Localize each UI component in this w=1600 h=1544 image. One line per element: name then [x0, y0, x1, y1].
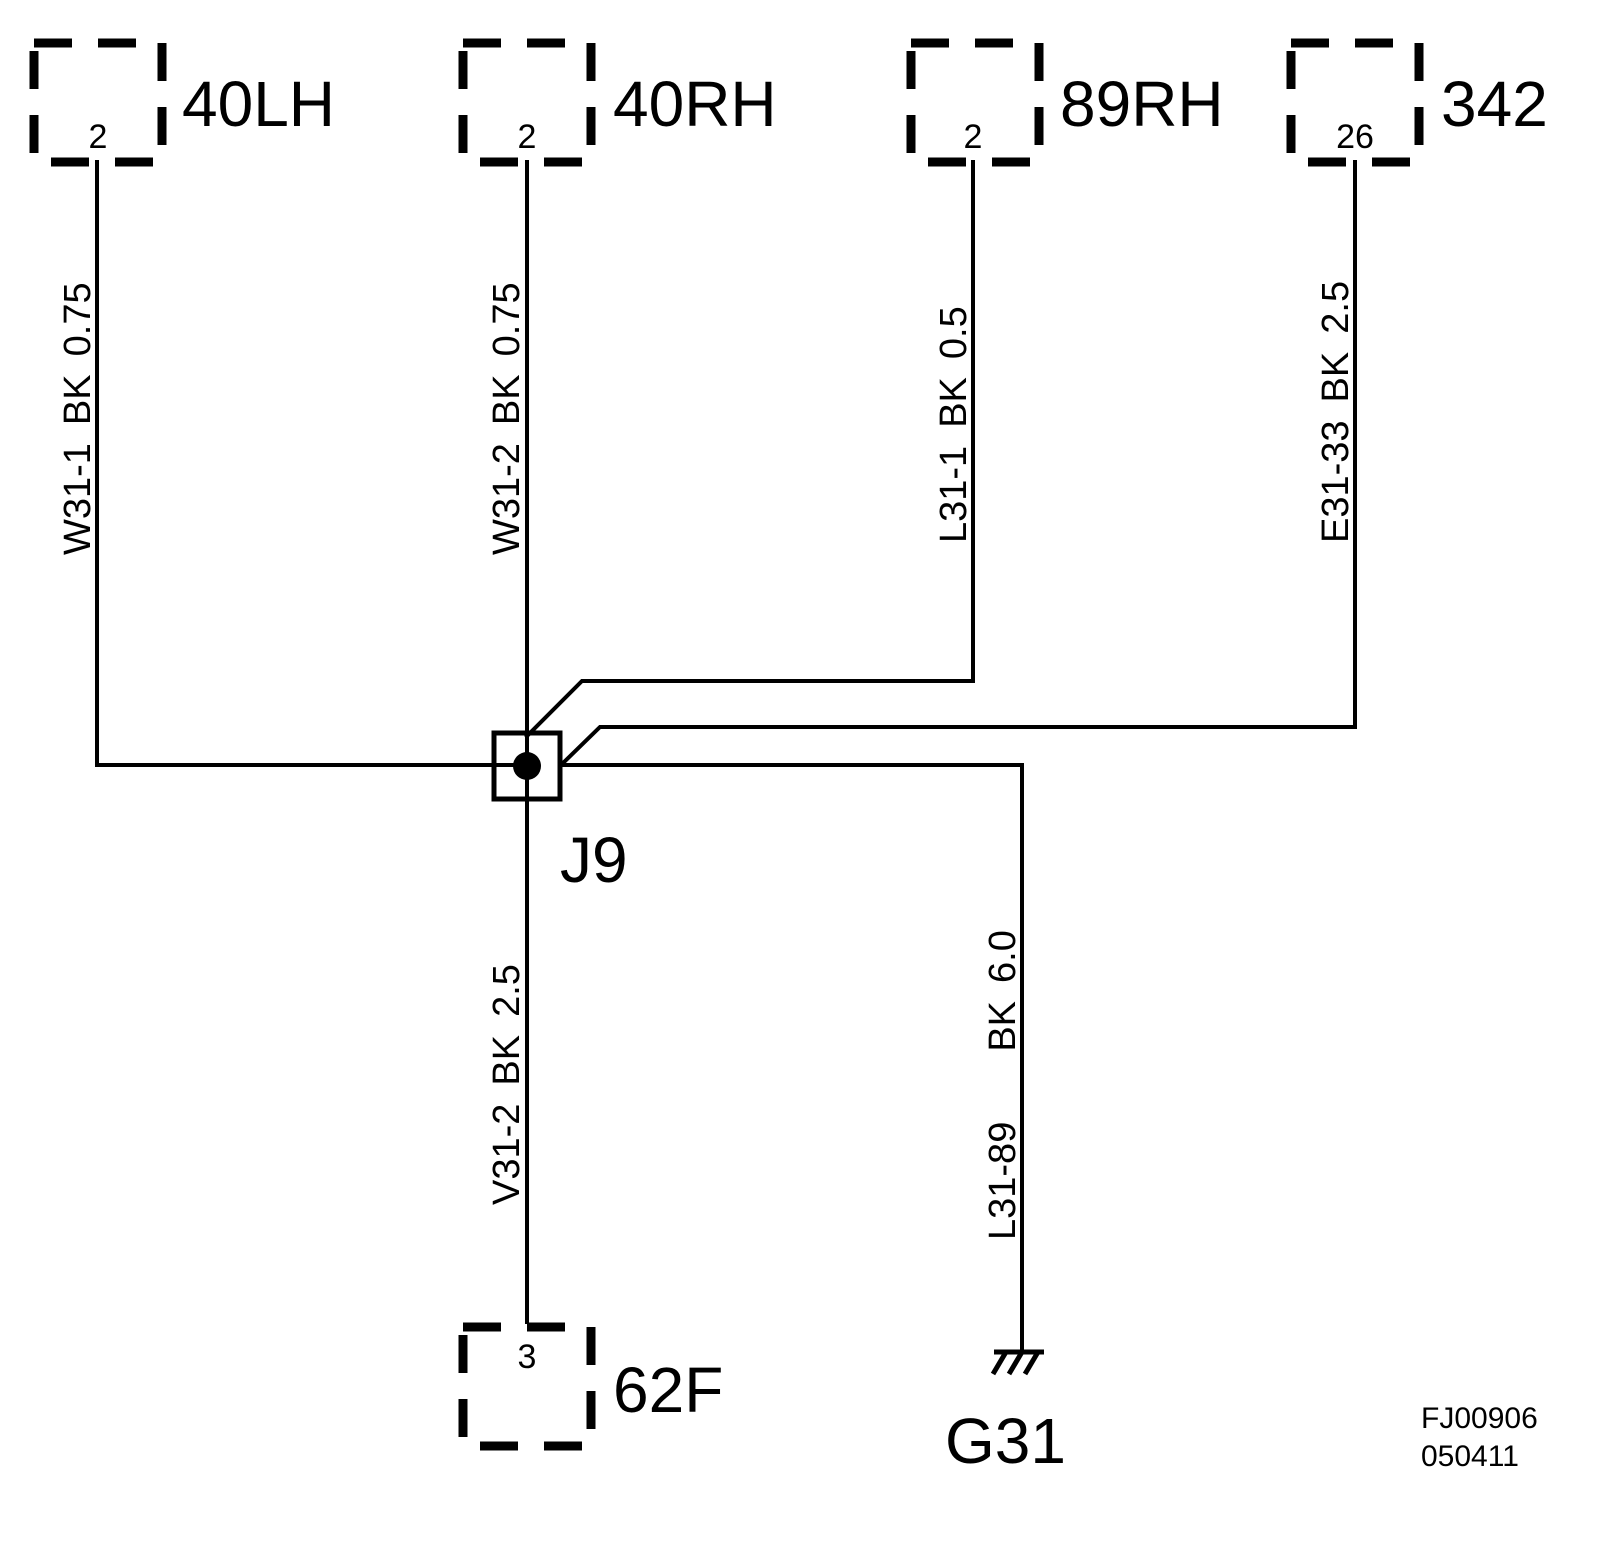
- connector-40lh-pin: 2: [89, 118, 108, 156]
- wire-e31-33-size: 2.5: [1315, 281, 1357, 334]
- wire-label-l31-89: L31-89 BK 6.0: [982, 930, 1024, 1240]
- reference-code: FJ00906 050411: [1421, 1402, 1538, 1473]
- splice-label: J9: [560, 824, 628, 896]
- connector-40rh-pin: 2: [518, 118, 537, 156]
- ground-g31: G31: [945, 1349, 1066, 1477]
- svg-text:L31-89BK6.0: L31-89 BK 6.0: [982, 930, 1024, 1240]
- wire-l31-1-path: [524, 160, 975, 739]
- connector-342-pin: 26: [1336, 118, 1374, 156]
- wire-w31-2-color: BK: [486, 374, 528, 425]
- wire-l31-89-id: L31-89: [982, 1122, 1024, 1240]
- wire-label-v31-2: V31-2 BK 2.5: [486, 964, 528, 1205]
- wire-l31-1-color: BK: [933, 377, 975, 428]
- wire-w31-1-path: [95, 160, 529, 767]
- ground-label: G31: [945, 1405, 1066, 1477]
- wire-v31-2-color: BK: [486, 1035, 528, 1086]
- wire-labels: W31-1BK0.75 W31-2BK0.75 L31-1BK0.5 E31-3…: [57, 281, 1357, 1240]
- svg-text:E31-33BK2.5: E31-33 BK 2.5: [1315, 281, 1357, 543]
- splice-box: [491, 730, 563, 802]
- reference-code-id: FJ00906: [1421, 1402, 1538, 1435]
- wire-w31-1-size: 0.75: [57, 282, 99, 356]
- connector-89rh: 2 89RH: [906, 38, 1224, 167]
- wire-l31-89-color: BK: [982, 1001, 1024, 1052]
- connector-342-label: 342: [1441, 68, 1548, 140]
- wire-l31-1-id: L31-1: [933, 446, 975, 543]
- wire-label-l31-1: L31-1 BK 0.5: [933, 306, 975, 543]
- connector-40lh-label: 40LH: [182, 68, 335, 140]
- splice-j9: J9: [491, 730, 628, 896]
- connector-62f-pin: 3: [518, 1338, 537, 1376]
- connector-40lh-box: [29, 38, 167, 167]
- connector-342: 26 342: [1286, 38, 1548, 167]
- connector-62f-box: [458, 1322, 596, 1451]
- splice-dot: [513, 752, 541, 780]
- connector-62f: 3 62F: [458, 1322, 723, 1451]
- connector-89rh-box: [906, 38, 1044, 167]
- wire-w31-2-id: W31-2: [486, 443, 528, 555]
- wire-label-w31-2: W31-2 BK 0.75: [486, 282, 528, 555]
- connector-89rh-label: 89RH: [1060, 68, 1224, 140]
- connector-89rh-pin: 2: [964, 118, 983, 156]
- wire-label-w31-1: W31-1 BK 0.75: [57, 282, 99, 555]
- wire-w31-1-color: BK: [57, 374, 99, 425]
- wire-w31-1-id: W31-1: [57, 443, 99, 555]
- connector-40rh-box: [458, 38, 596, 167]
- connector-40lh: 2 40LH: [29, 38, 335, 167]
- wire-l31-1-size: 0.5: [933, 306, 975, 359]
- wire-l31-89-path: [559, 763, 1024, 1354]
- wire-e31-33-color: BK: [1315, 352, 1357, 403]
- connector-40rh-label: 40RH: [613, 68, 777, 140]
- wire-v31-2-id: V31-2: [486, 1104, 528, 1205]
- wire-v31-2-size: 2.5: [486, 964, 528, 1017]
- connector-62f-label: 62F: [613, 1354, 723, 1426]
- wire-e31-33-id: E31-33: [1315, 420, 1357, 543]
- ground-symbol-icon: [990, 1349, 1044, 1376]
- wire-w31-2-size: 0.75: [486, 282, 528, 356]
- connector-342-box: [1286, 38, 1424, 167]
- wire-l31-89-size: 6.0: [982, 930, 1024, 983]
- wires: [95, 160, 1357, 1354]
- svg-text:L31-1BK0.5: L31-1 BK 0.5: [933, 306, 975, 543]
- connector-40rh: 2 40RH: [458, 38, 777, 167]
- reference-code-date: 050411: [1421, 1440, 1519, 1473]
- svg-text:V31-2BK2.5: V31-2 BK 2.5: [486, 964, 528, 1205]
- svg-text:W31-1BK0.75: W31-1 BK 0.75: [57, 282, 99, 555]
- wire-label-e31-33: E31-33 BK 2.5: [1315, 281, 1357, 543]
- wire-e31-33-path: [558, 160, 1357, 768]
- svg-text:W31-2BK0.75: W31-2 BK 0.75: [486, 282, 528, 555]
